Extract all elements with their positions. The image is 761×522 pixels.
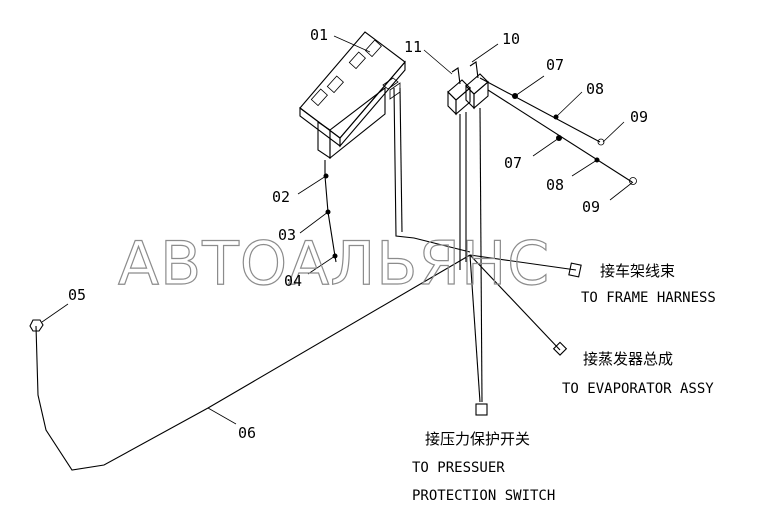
leader-lines	[41, 35, 634, 425]
callout-11: 11	[404, 38, 422, 56]
callout-07b: 07	[504, 154, 522, 172]
frame-harness-note-en: TO FRAME HARNESS	[581, 290, 716, 306]
callout-05: 05	[68, 286, 86, 304]
callout-09a: 09	[630, 108, 648, 126]
evaporator-note-cn: 接蒸发器总成	[583, 350, 673, 368]
callout-08a: 08	[586, 80, 604, 98]
pressure-switch-note-cn: 接压力保护开关	[425, 430, 530, 448]
control-panel	[299, 31, 406, 160]
pressure-switch-note-en-2: PROTECTION SWITCH	[412, 488, 555, 504]
relay-brackets	[447, 61, 489, 403]
callout-08b: 08	[546, 176, 564, 194]
callout-10: 10	[502, 30, 520, 48]
frame-harness-note-cn: 接车架线束	[600, 262, 675, 280]
callout-04: 04	[284, 272, 302, 290]
callout-02: 02	[272, 188, 290, 206]
pressure-switch-note-en-1: TO PRESSUER	[412, 460, 505, 476]
callout-03: 03	[278, 226, 296, 244]
callout-numbers: 01 11 10 07 08 09 07 08 09 02 03 04 05 0…	[68, 26, 648, 442]
callout-09b: 09	[582, 198, 600, 216]
watermark: АВТОАЛЬЯНС	[118, 229, 550, 299]
evaporator-note-en: TO EVAPORATOR ASSY	[562, 381, 714, 397]
callout-01: 01	[310, 26, 328, 44]
callout-06: 06	[238, 424, 256, 442]
connection-notes: 接车架线束 TO FRAME HARNESS 接蒸发器总成 TO EVAPORA…	[412, 262, 716, 504]
callout-07a: 07	[546, 56, 564, 74]
